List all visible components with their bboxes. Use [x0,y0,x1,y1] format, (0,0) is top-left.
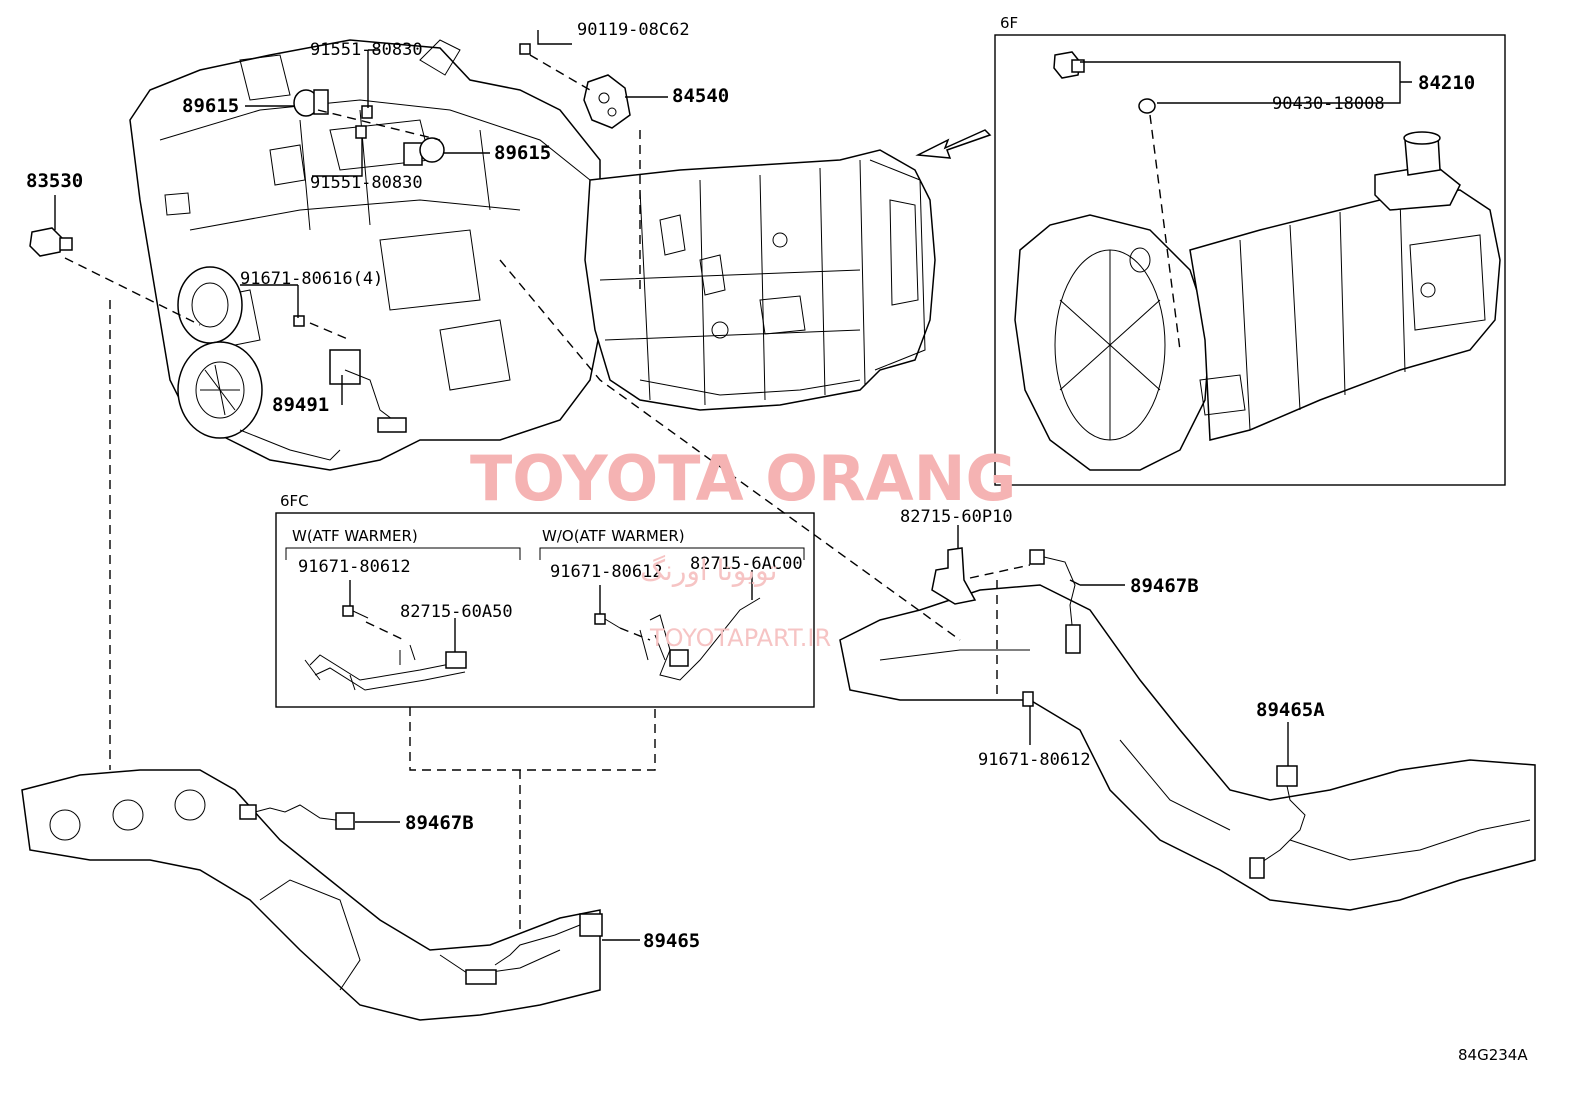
label-w-atf-warmer: W(ATF WARMER) [292,527,418,545]
label-91671-80612-w: 91671-80612 [298,557,411,577]
oxygen-sensor-icon [465,913,603,985]
bracket-icon [931,547,977,605]
exhaust-manifold-left-illustration [21,769,601,1021]
label-89465a: 89465A [1256,699,1325,721]
bolt-icon [1022,691,1034,707]
label-89615-right: 89615 [494,142,551,164]
watermark-main: TOYOTA ORANG [470,442,1016,515]
gasket-icon [1138,98,1156,114]
watermark-persian: تویوتا اورنگ [640,554,777,587]
bolt-icon [519,43,531,55]
label-82715-60a50: 82715-60A50 [400,602,513,622]
label-89465: 89465 [643,930,700,952]
bolt-icon [361,105,373,119]
box-6f-title: 6F [1000,14,1018,32]
label-91551-80830-bottom: 91551-80830 [310,173,423,193]
exhaust-pipe-right-illustration [839,584,1536,911]
label-91671-80612-wo: 91671-80612 [550,562,663,582]
label-82715-60p10: 82715-60P10 [900,507,1013,527]
bolt-icon [293,315,305,327]
wire-harness-wo-atf [639,597,761,681]
label-84540: 84540 [672,85,729,107]
label-wo-atf-warmer: W/O(ATF WARMER) [542,527,685,545]
label-82715-6ac00: 82715-6AC00 [690,554,803,574]
bolt-icon [355,125,367,139]
manual-transmission-illustration [1014,131,1501,471]
label-91671-80612-right: 91671-80612 [978,750,1091,770]
air-fuel-ratio-sensor-icon [239,804,355,830]
cam-sensor-icon [403,137,445,166]
label-84210: 84210 [1418,72,1475,94]
automatic-transmission-illustration [584,149,936,411]
neutral-start-switch-icon [583,74,631,129]
cam-sensor-icon [293,89,329,117]
label-89491: 89491 [272,394,329,416]
direction-arrow-icon [915,129,992,159]
bolt-icon [342,605,369,619]
backup-light-switch-icon [1053,51,1085,79]
label-91671-80616: 91671-80616(4) [240,269,383,289]
box-6f [994,34,1506,486]
wire-harness-w-atf [304,644,467,691]
diagram-code: 84G234A [1458,1046,1528,1064]
watermark-site: TOYOTAPART.IR [649,624,831,652]
speed-sensor-icon [329,349,407,433]
box-6fc [275,512,815,708]
label-89615-left: 89615 [182,95,239,117]
label-90119-08c62: 90119-08C62 [577,20,690,40]
engine-block-illustration [129,39,601,471]
air-fuel-ratio-sensor-icon [1029,549,1081,654]
label-90430-18008: 90430-18008 [1272,94,1385,114]
label-91551-80830-top: 91551-80830 [310,40,423,60]
bolt-icon [594,613,621,629]
box-6fc-title: 6FC [280,492,309,510]
label-89467b-left: 89467B [405,812,474,834]
label-89467b-right: 89467B [1130,575,1199,597]
oxygen-sensor-icon [1249,765,1306,879]
label-83530: 83530 [26,170,83,192]
oil-pressure-switch-icon [29,227,73,257]
